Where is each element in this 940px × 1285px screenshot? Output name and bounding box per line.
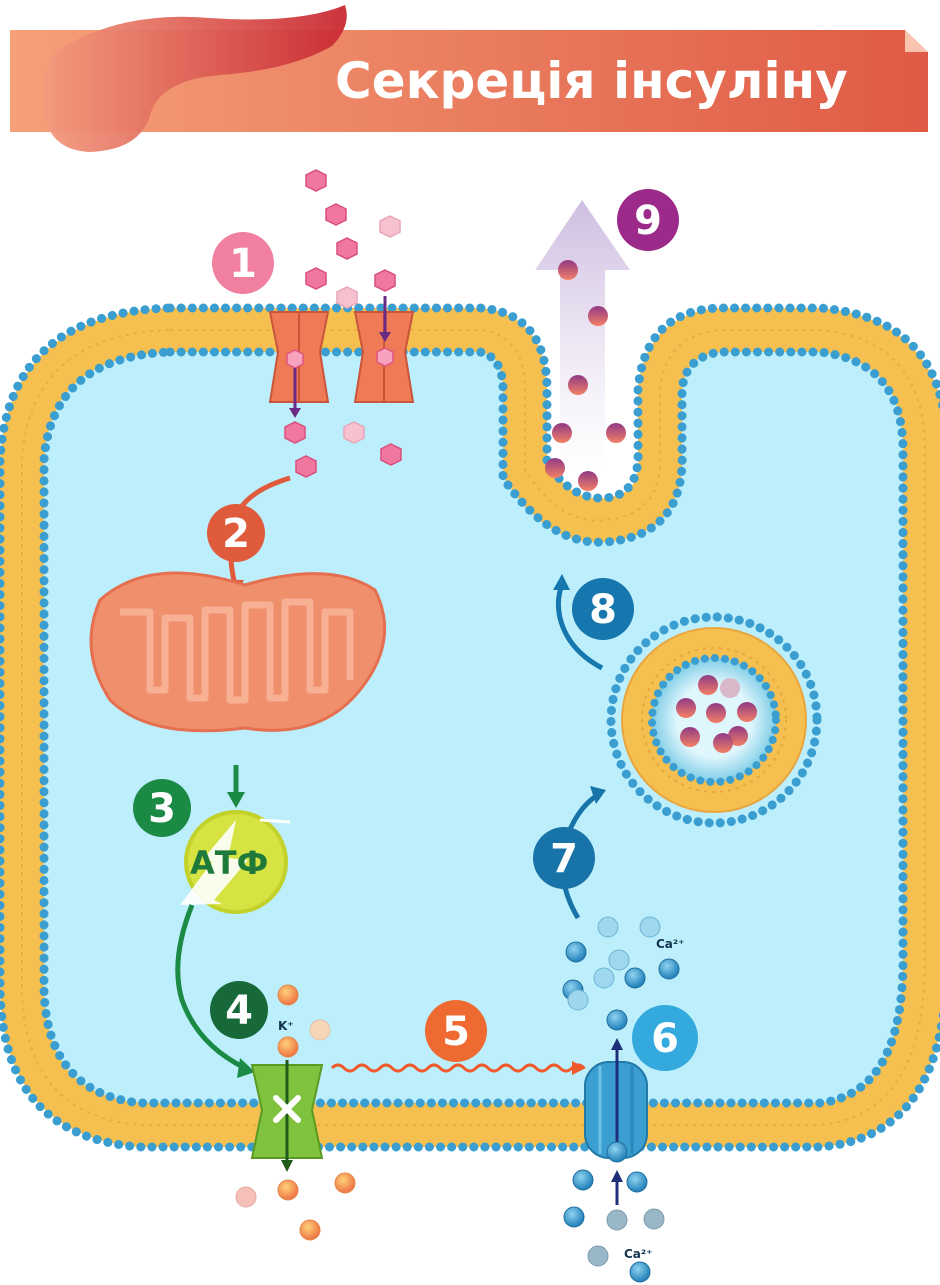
step-badge-4: 4 (210, 981, 268, 1039)
calcium-channel (584, 1038, 648, 1159)
cell-membrane (0, 308, 940, 1147)
step-badge-7: 7 (533, 827, 595, 889)
svg-text:7: 7 (550, 836, 578, 882)
svg-text:4: 4 (225, 988, 253, 1034)
title-banner: Секреція інсуліну (10, 5, 928, 152)
released-insulin (545, 260, 626, 491)
svg-text:8: 8 (589, 587, 617, 633)
step-badge-1: 1 (212, 232, 274, 294)
atp-molecule: АТФ (180, 810, 291, 914)
calcium-ions (562, 916, 680, 1283)
svg-text:9: 9 (634, 198, 662, 244)
svg-text:5: 5 (442, 1009, 470, 1055)
mitochondrion (89, 571, 387, 733)
svg-text:6: 6 (651, 1016, 679, 1062)
step-badge-9: 9 (617, 189, 679, 251)
close-icon (273, 1095, 301, 1123)
step-badge-2: 2 (207, 504, 265, 562)
glucose-transporter-2 (353, 296, 415, 403)
step-5-arrow (330, 1063, 586, 1073)
glucose-molecules (284, 169, 402, 478)
calcium-label-inner: Ca²⁺ (656, 937, 685, 951)
page-title: Секреція інсуліну (335, 52, 848, 110)
potassium-channel (250, 1060, 324, 1172)
step-badge-8: 8 (572, 578, 634, 640)
insulin-granules (676, 675, 757, 753)
pancreas-icon (43, 5, 347, 152)
svg-text:3: 3 (148, 786, 176, 832)
secretory-vesicle (606, 612, 822, 828)
svg-text:2: 2 (222, 511, 250, 557)
step-badge-6: 6 (632, 1005, 698, 1071)
glucose-transporter-1 (268, 311, 330, 418)
potassium-ions (235, 984, 356, 1241)
svg-text:1: 1 (229, 241, 257, 287)
step-4-arrow (175, 904, 247, 1071)
calcium-label-outer: Ca²⁺ (624, 1247, 653, 1261)
step-badge-3: 3 (133, 779, 191, 837)
step-8-arrow (555, 584, 604, 671)
potassium-label: K⁺ (278, 1019, 294, 1033)
step-badge-5: 5 (425, 1000, 487, 1062)
atp-label: АТФ (190, 844, 268, 882)
